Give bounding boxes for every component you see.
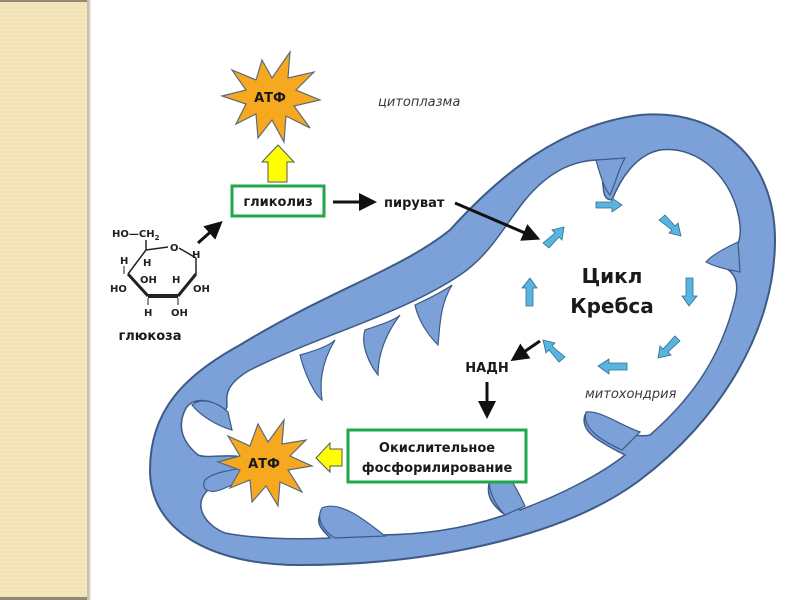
glucose-atom: H xyxy=(192,250,200,261)
crista xyxy=(319,505,387,539)
glucose-structure: HO—CH2 O H HO H H OH H OH H OH xyxy=(110,229,210,319)
glucose-ring-oxygen: O xyxy=(170,243,179,254)
krebs-cycle-label-line1: Цикл xyxy=(582,264,643,288)
yellow-up-arrow-icon xyxy=(260,144,296,183)
pyruvate-label: пируват xyxy=(384,196,445,211)
oxidative-phosphorylation-box xyxy=(346,428,528,484)
krebs-cycle-label-line2: Кребса xyxy=(570,294,654,318)
arrow-pyruvate-to-krebs xyxy=(454,201,541,241)
glycolysis-box xyxy=(230,184,326,218)
crista xyxy=(595,157,627,197)
krebs-arrow-1 xyxy=(595,197,623,213)
krebs-arrow-4 xyxy=(657,335,681,359)
oxphos-label-line1: Окислительное xyxy=(379,441,495,456)
krebs-arrow-5 xyxy=(597,358,628,375)
atp-burst-icon xyxy=(219,49,322,145)
glucose-atom: OH xyxy=(193,284,210,295)
glucose-ho-ch2: HO—CH2 xyxy=(112,229,160,242)
crista xyxy=(363,314,401,377)
decorative-side-strip xyxy=(0,0,89,600)
glycolysis-label: гликолиз xyxy=(243,195,312,210)
glucose-atom: OH xyxy=(140,275,157,286)
krebs-arrow-8 xyxy=(542,226,565,249)
atp-burst-icon xyxy=(216,417,315,508)
glucose-atom: H xyxy=(144,308,152,319)
glucose-atom: HO xyxy=(110,284,127,295)
krebs-cycle-arrows xyxy=(521,197,698,375)
arrow-krebs-to-nadh xyxy=(510,339,541,362)
krebs-arrow-7 xyxy=(521,277,538,307)
atp-label-top: АТФ xyxy=(254,91,286,106)
crista xyxy=(299,339,336,402)
yellow-left-arrow-icon xyxy=(315,441,343,474)
glucose-atom: H xyxy=(120,256,128,267)
krebs-arrow-2 xyxy=(658,214,682,237)
glucose-atom: OH xyxy=(171,308,188,319)
crista xyxy=(191,400,233,431)
atp-label-bottom: АТФ xyxy=(248,457,280,472)
atp-star-top: АТФ xyxy=(219,49,322,145)
oxphos-label-line2: фосфорилирование xyxy=(362,461,513,476)
nadh-label: НАДН xyxy=(465,361,508,376)
crista xyxy=(414,284,453,347)
krebs-arrow-6 xyxy=(542,339,566,363)
crista xyxy=(584,411,642,451)
arrow-glucose-to-glycolysis xyxy=(197,221,223,245)
glucose-atom: H xyxy=(143,258,151,269)
cytoplasm-label: цитоплазма xyxy=(378,95,460,110)
mitochondria-label: митохондрия xyxy=(585,387,677,402)
glucose-label: глюкоза xyxy=(118,329,181,344)
atp-star-bottom: АТФ xyxy=(216,417,315,508)
glucose-atom: H xyxy=(172,275,180,286)
crista xyxy=(705,241,741,273)
krebs-arrow-3 xyxy=(681,277,698,307)
